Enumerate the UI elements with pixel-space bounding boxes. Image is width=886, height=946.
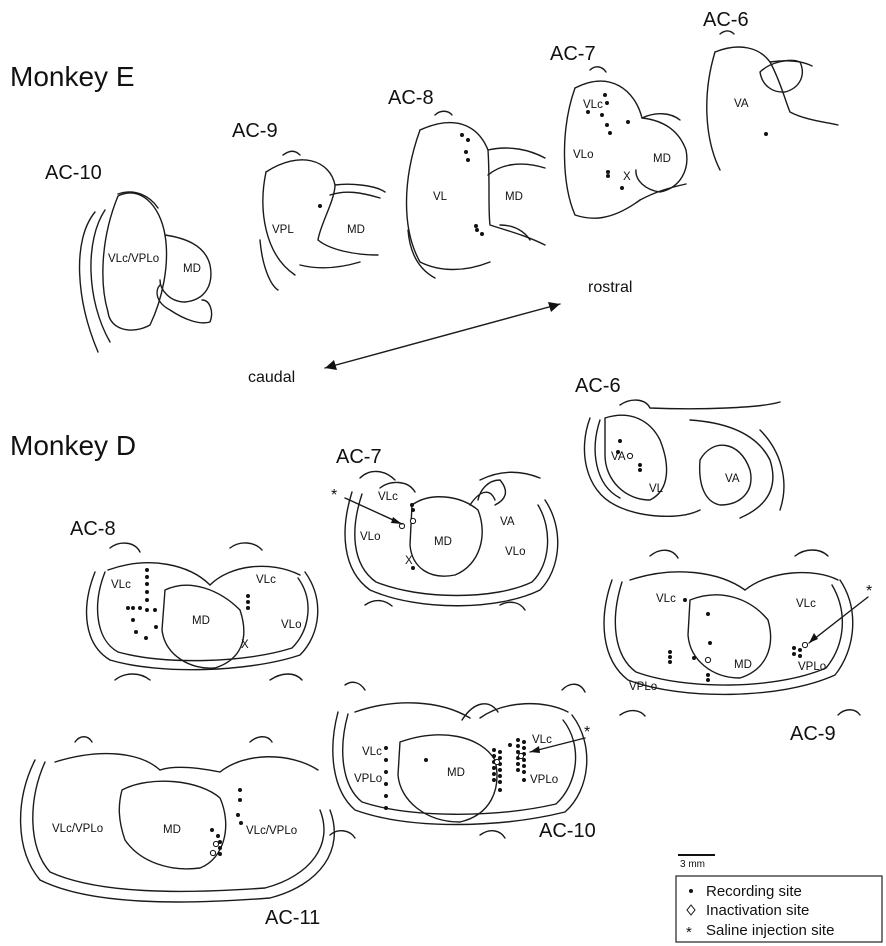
region-label: MD <box>434 536 452 548</box>
section-d-ac11: AC-11 VLc/VPLo MD VLc/VPLo <box>21 737 335 929</box>
saline-marker: * <box>866 583 872 600</box>
region-label: MD <box>347 224 365 236</box>
section-label: AC-7 <box>336 446 382 468</box>
region-label: VLo <box>573 149 593 161</box>
region-label: VA <box>500 516 515 528</box>
section-d-ac9: AC-9 * VLc VLc MD VPLo VPLo <box>604 550 872 745</box>
section-label: AC-6 <box>575 375 621 397</box>
region-label: MD <box>192 615 210 627</box>
section-e-ac6: AC-6 VA <box>703 9 838 170</box>
section-label: AC-10 <box>539 820 596 842</box>
region-label: VL <box>649 483 664 495</box>
section-e-ac9: AC-9 VPL MD <box>232 120 385 290</box>
region-label: VLc <box>256 574 276 586</box>
region-label: MD <box>183 263 201 275</box>
saline-marker: * <box>584 724 590 741</box>
section-e-ac7: AC-7 VLc VLo MD X <box>550 43 687 218</box>
saline-injection-icon: * <box>686 924 692 941</box>
region-label: VPLo <box>354 773 382 785</box>
section-label: AC-10 <box>45 162 102 184</box>
scale-bar-label: 3 mm <box>680 859 705 870</box>
legend: Recording site Inactivation site * Salin… <box>676 876 882 942</box>
section-label: AC-9 <box>790 723 836 745</box>
section-d-ac10: AC-10 * VLc VLc MD V <box>330 682 596 842</box>
region-label: VPLo <box>629 681 657 693</box>
region-label: MD <box>163 824 181 836</box>
section-label: AC-8 <box>70 518 116 540</box>
region-label: VPLo <box>530 774 558 786</box>
legend-saline-label: Saline injection site <box>706 922 834 939</box>
section-d-ac6: AC-6 VA VL VA <box>575 375 784 518</box>
region-label: VLo <box>505 546 525 558</box>
scale-bar: 3 mm <box>678 855 715 870</box>
region-label: VPL <box>272 224 294 236</box>
region-label: MD <box>505 191 523 203</box>
section-d-ac7: AC-7 * VLc VLo MD VA VLo X <box>331 446 558 610</box>
section-label: AC-9 <box>232 120 278 142</box>
monkey-e-label: Monkey E <box>10 61 135 92</box>
region-label: VA <box>725 473 740 485</box>
region-label: VLc <box>378 491 398 503</box>
region-label: VLc <box>362 746 382 758</box>
rostral-label: rostral <box>588 279 632 296</box>
region-label: VLc <box>796 598 816 610</box>
region-label: X <box>623 171 631 183</box>
section-e-ac10: AC-10 VLc/VPLo MD <box>45 162 212 352</box>
section-label: AC-11 <box>265 907 320 929</box>
section-e-ac8: AC-8 VL MD <box>388 87 545 278</box>
monkey-d-label: Monkey D <box>10 430 136 461</box>
region-label: VL <box>433 191 448 203</box>
region-label: VA <box>734 98 749 110</box>
section-d-ac8: AC-8 VLc VLc MD VLo X <box>70 518 318 680</box>
region-label: MD <box>734 659 752 671</box>
region-label: MD <box>447 767 465 779</box>
recording-site-icon <box>689 889 693 893</box>
region-label: VLc <box>656 593 676 605</box>
section-label: AC-8 <box>388 87 434 109</box>
region-label: VPLo <box>798 661 826 673</box>
region-label: VA <box>611 451 626 463</box>
region-label: X <box>241 639 249 651</box>
region-label: VLc <box>532 734 552 746</box>
section-label: AC-7 <box>550 43 596 65</box>
region-label: VLc <box>111 579 131 591</box>
region-label: VLc/VPLo <box>108 253 159 265</box>
saline-marker: * <box>331 487 337 504</box>
region-label: VLc/VPLo <box>246 825 297 837</box>
rostral-caudal-axis: rostral caudal <box>248 279 632 386</box>
legend-inactivation-label: Inactivation site <box>706 902 809 919</box>
region-label: VLc/VPLo <box>52 823 103 835</box>
region-label: X <box>405 555 413 567</box>
caudal-label: caudal <box>248 369 295 386</box>
region-label: VLo <box>360 531 380 543</box>
region-label: VLc <box>583 99 603 111</box>
region-label: MD <box>653 153 671 165</box>
legend-recording-label: Recording site <box>706 883 802 900</box>
region-label: VLo <box>281 619 301 631</box>
section-label: AC-6 <box>703 9 749 31</box>
